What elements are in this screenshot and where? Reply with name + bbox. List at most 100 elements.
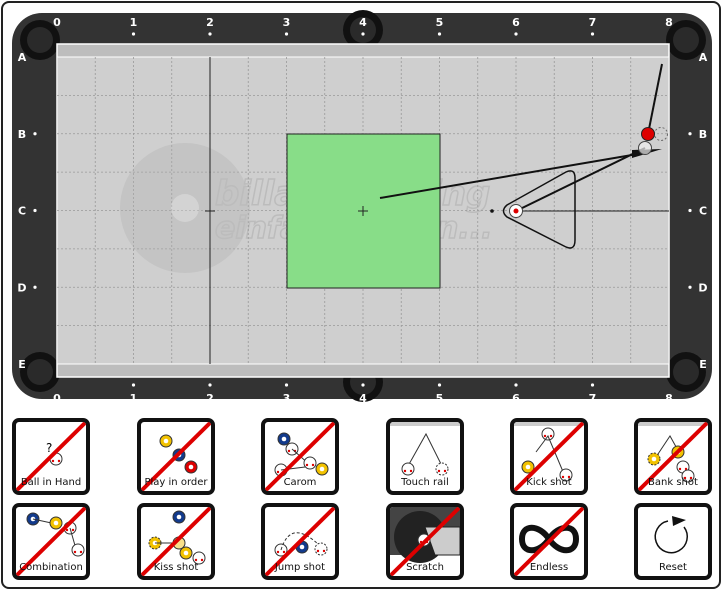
play-in-order-icon xyxy=(141,422,211,491)
touch-rail-icon xyxy=(390,422,460,476)
button-label: Kiss shot xyxy=(153,562,199,573)
button-label: Combination xyxy=(19,562,83,573)
kick-shot-icon xyxy=(514,422,584,491)
diamond-marker xyxy=(514,383,518,387)
diamond-marker xyxy=(33,132,37,136)
pool-table[interactable]: billardtraining einfach lernen... 001122… xyxy=(0,0,725,410)
row-label: A xyxy=(699,51,708,64)
reset-icon xyxy=(654,516,688,554)
row-label: D xyxy=(698,281,707,294)
button-endless[interactable]: Endless xyxy=(510,503,588,580)
object-ball-path xyxy=(647,63,663,135)
diamond-marker xyxy=(284,32,289,36)
button-ball-in-hand[interactable]: ?Ball in Hand xyxy=(12,418,90,495)
button-label: Reset xyxy=(659,562,687,573)
cue-ball-path xyxy=(515,147,646,212)
disabled-slash-icon xyxy=(265,422,335,491)
row-label: C xyxy=(18,205,26,218)
column-label: 4 xyxy=(359,16,367,29)
column-label: 1 xyxy=(130,16,138,29)
button-scratch[interactable]: Scratch xyxy=(386,503,464,580)
button-combination[interactable]: Combination xyxy=(12,503,90,580)
cue-ball-ghost xyxy=(638,141,652,155)
button-label: Play in order xyxy=(144,477,208,488)
diamond-marker xyxy=(437,32,442,36)
diamond-marker xyxy=(33,285,37,289)
diamond-marker xyxy=(688,285,692,289)
diamond-marker xyxy=(361,32,365,36)
spot-markers xyxy=(205,206,368,216)
button-reset[interactable]: Reset xyxy=(634,503,712,580)
diamond-marker xyxy=(688,208,692,213)
button-bank-shot[interactable]: Bank shot xyxy=(634,418,712,495)
diamond-marker xyxy=(590,32,595,36)
column-label: 7 xyxy=(589,16,597,29)
button-jump-shot[interactable]: Jump shot xyxy=(261,503,339,580)
column-label: 8 xyxy=(665,392,673,405)
pocket-hole xyxy=(27,27,53,53)
diamond-marker xyxy=(361,383,365,387)
object-ball[interactable] xyxy=(641,127,655,141)
pocket-hole xyxy=(673,27,699,53)
button-kick-shot[interactable]: Kick shot xyxy=(510,418,588,495)
disabled-slash-icon xyxy=(638,422,708,491)
diamond-marker xyxy=(437,383,442,387)
disabled-slash-icon xyxy=(514,422,584,491)
button-label: Endless xyxy=(529,562,569,573)
ghost-ball xyxy=(654,127,668,141)
column-label: 6 xyxy=(512,392,520,405)
button-label: Scratch xyxy=(406,562,444,573)
button-carom[interactable]: Carom xyxy=(261,418,339,495)
column-label: 0 xyxy=(53,16,61,29)
pockets xyxy=(20,10,706,402)
column-label: 2 xyxy=(206,16,214,29)
column-label: 4 xyxy=(359,392,367,405)
ball-in-hand-icon: ? xyxy=(16,422,86,491)
diamond-marker xyxy=(33,208,37,213)
diamond-marker xyxy=(590,383,595,387)
disabled-slash-icon xyxy=(141,422,211,491)
disabled-slash-icon xyxy=(141,507,211,576)
column-label: 1 xyxy=(130,392,138,405)
diamond-marker xyxy=(688,132,692,136)
column-label: 6 xyxy=(512,16,520,29)
pocket-hole xyxy=(350,17,376,43)
disabled-slash-icon xyxy=(16,422,86,491)
row-label: C xyxy=(699,205,707,218)
column-label: 5 xyxy=(436,392,444,405)
row-label: D xyxy=(17,281,26,294)
carom-icon xyxy=(265,422,335,491)
row-label: A xyxy=(18,51,27,64)
button-label: Touch rail xyxy=(401,477,449,488)
pocket-hole xyxy=(673,359,699,385)
diamond-marker xyxy=(514,32,518,36)
diamond-marker xyxy=(208,383,212,387)
button-touch-rail[interactable]: Touch rail xyxy=(386,418,464,495)
bank-shot-icon xyxy=(638,422,708,491)
scratch-icon xyxy=(390,507,460,576)
kiss-shot-icon xyxy=(141,507,211,576)
diamond-marker xyxy=(131,383,136,387)
column-label: 3 xyxy=(283,392,291,405)
column-label: 2 xyxy=(206,392,214,405)
diamond-marker xyxy=(131,32,136,36)
rack-triangle xyxy=(502,170,576,249)
button-label: Bank shot xyxy=(648,477,698,488)
button-label: Carom xyxy=(283,477,317,488)
button-play-in-order[interactable]: Play in order xyxy=(137,418,215,495)
button-label: Kick shot xyxy=(526,477,572,488)
diamond-marker xyxy=(284,383,289,387)
jump-shot-icon xyxy=(265,507,335,576)
row-label: E xyxy=(18,358,26,371)
button-label: Jump shot xyxy=(274,562,326,573)
pocket-hole xyxy=(27,359,53,385)
button-kiss-shot[interactable]: Kiss shot xyxy=(137,503,215,580)
disabled-slash-icon xyxy=(265,507,335,576)
row-label: B xyxy=(699,128,707,141)
column-label: 5 xyxy=(436,16,444,29)
foot-spot xyxy=(490,209,494,213)
row-label: E xyxy=(699,358,707,371)
disabled-slash-icon xyxy=(514,507,584,576)
